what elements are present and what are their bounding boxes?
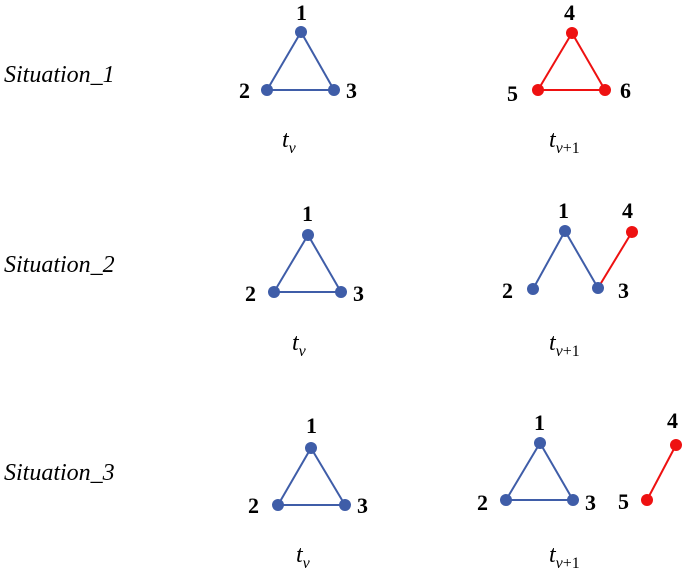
edge — [273, 234, 309, 293]
node-4 — [670, 439, 682, 451]
row2-after-graph: 1 2 3 4 — [502, 198, 638, 303]
node-2-label: 2 — [502, 278, 513, 303]
node-1-label: 1 — [302, 201, 313, 226]
node-1 — [295, 26, 307, 38]
node-5 — [532, 84, 544, 96]
edge — [532, 230, 566, 290]
node-1 — [302, 229, 314, 241]
node-4 — [566, 27, 578, 39]
row1-after-graph: 4 5 6 — [507, 0, 631, 106]
situation-1-label: Situation_1 — [4, 62, 115, 88]
situation-3-label: Situation_3 — [4, 460, 115, 486]
edge — [571, 32, 606, 91]
node-2-label: 2 — [245, 281, 256, 306]
edge — [564, 230, 599, 289]
node-2 — [500, 494, 512, 506]
node-4-label: 4 — [622, 198, 633, 223]
node-1-label: 1 — [558, 198, 569, 223]
row3-after-time: tv+1 — [549, 542, 580, 572]
node-3 — [592, 282, 604, 294]
node-4-label: 4 — [667, 408, 678, 433]
node-6 — [599, 84, 611, 96]
node-2 — [261, 84, 273, 96]
node-2-label: 2 — [239, 78, 250, 103]
node-2 — [268, 286, 280, 298]
row1-before-graph: 1 2 3 — [239, 0, 357, 103]
row3-before-graph: 1 2 3 — [248, 413, 368, 518]
node-1 — [534, 437, 546, 449]
node-3 — [567, 494, 579, 506]
node-1-label: 1 — [534, 410, 545, 435]
row1-before-time: tv — [282, 127, 297, 157]
edge — [646, 444, 677, 501]
node-1-label: 1 — [296, 0, 307, 25]
node-4 — [626, 226, 638, 238]
node-3-label: 3 — [353, 281, 364, 306]
row1-after-time: tv+1 — [549, 127, 580, 157]
edge — [310, 447, 346, 506]
edge — [307, 234, 342, 293]
node-3-label: 3 — [585, 490, 596, 515]
node-1-label: 1 — [306, 413, 317, 438]
node-4-label: 4 — [564, 0, 575, 25]
node-3 — [339, 499, 351, 511]
node-1 — [305, 442, 317, 454]
edge — [597, 231, 633, 289]
node-1 — [559, 225, 571, 237]
situation-2-label: Situation_2 — [4, 252, 115, 278]
row2-before-time: tv — [292, 330, 307, 360]
row3-after-graph: 1 2 3 4 5 — [477, 408, 682, 515]
node-2-label: 2 — [248, 493, 259, 518]
node-3-label: 3 — [357, 493, 368, 518]
edge — [277, 447, 312, 506]
node-3-label: 3 — [618, 278, 629, 303]
node-3-label: 3 — [346, 78, 357, 103]
edge — [266, 31, 302, 91]
node-2 — [272, 499, 284, 511]
node-3 — [335, 286, 347, 298]
node-2-label: 2 — [477, 490, 488, 515]
node-5-label: 5 — [507, 81, 518, 106]
row2-after-time: tv+1 — [549, 330, 580, 360]
edge — [537, 32, 573, 91]
node-5-label: 5 — [618, 489, 629, 514]
row2-before-graph: 1 2 3 — [245, 201, 364, 306]
edge — [505, 442, 541, 501]
node-5 — [641, 494, 653, 506]
node-6-label: 6 — [620, 78, 631, 103]
edge — [539, 442, 574, 501]
edge — [300, 31, 335, 91]
node-2 — [527, 283, 539, 295]
node-3 — [328, 84, 340, 96]
row3-before-time: tv — [296, 542, 311, 572]
